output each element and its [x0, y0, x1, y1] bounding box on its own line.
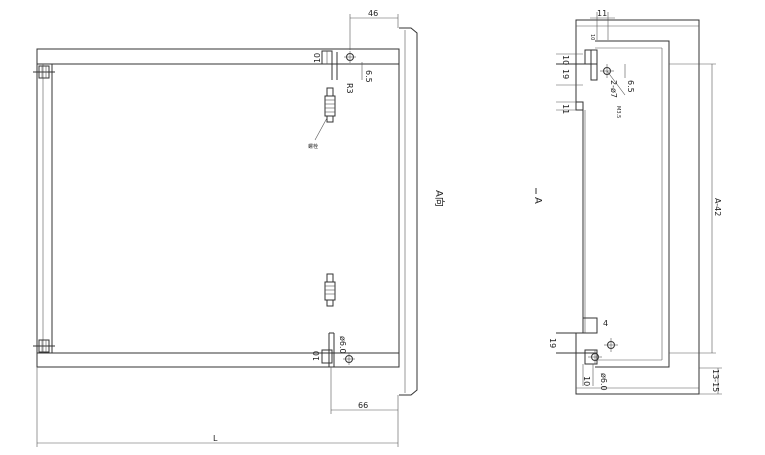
side-dim-tab-small: 10 — [589, 34, 595, 40]
lower-latch — [324, 273, 336, 307]
latch-note: 螺栓 — [308, 143, 318, 150]
side-dim-step: 11 — [561, 104, 570, 114]
dim-hole-offset: 6.5 — [364, 70, 373, 83]
side-dim-lower-height: 19 — [548, 338, 557, 348]
side-dim-hole-note: 2-ø7 — [609, 80, 618, 98]
section-marker: A — [532, 188, 543, 204]
dim-overall-length: L — [213, 434, 218, 443]
front-view: 46 10 R3 6.5 螺栓 — [33, 9, 446, 447]
side-dim-lower-tab: 4 — [603, 319, 608, 328]
side-lower-bracket — [556, 317, 618, 365]
hinge-pin-top-left — [33, 65, 55, 79]
upper-latch: 螺栓 — [308, 87, 336, 150]
hinge-pin-bottom-left — [33, 339, 55, 353]
section-letter: A — [532, 197, 543, 204]
dim-bottom-offset: 66 — [358, 401, 368, 410]
side-dim-base-range: 13-15 — [711, 369, 720, 392]
side-small-note: M3.5 — [615, 106, 621, 118]
front-inner-panel — [51, 63, 400, 354]
side-view: 11 10 10 19 11 2-ø7 6.5 M3.5 A-42 4 — [548, 9, 722, 395]
side-dim-lower-hole: ø6.0 — [599, 373, 608, 391]
side-dim-lower-small: 10 — [582, 376, 591, 386]
front-right-edge — [399, 27, 418, 396]
side-dim-tab-upper: 10 — [561, 55, 570, 65]
side-inner-channel — [595, 40, 670, 368]
view-direction-label: A向 — [433, 190, 446, 207]
dim-hole-diameter: ø6.0 — [338, 336, 347, 354]
side-dim-tab-mid: 19 — [561, 69, 570, 79]
side-upper-bracket — [556, 49, 614, 86]
front-outer-frame — [36, 48, 400, 368]
side-dim-top-width: 11 — [597, 9, 607, 18]
dim-small-upper: 10 — [313, 53, 322, 63]
bottom-right-bracket — [321, 332, 355, 367]
top-right-bracket — [321, 50, 356, 80]
side-dim-hole-offset: 6.5 — [626, 80, 635, 93]
dim-radius: R3 — [345, 83, 354, 94]
side-outer-profile — [575, 19, 700, 395]
dim-small-lower: 10 — [312, 351, 321, 361]
side-dim-height: A-42 — [713, 198, 722, 216]
dim-top-width: 46 — [368, 9, 378, 18]
side-step-tab — [556, 101, 584, 111]
